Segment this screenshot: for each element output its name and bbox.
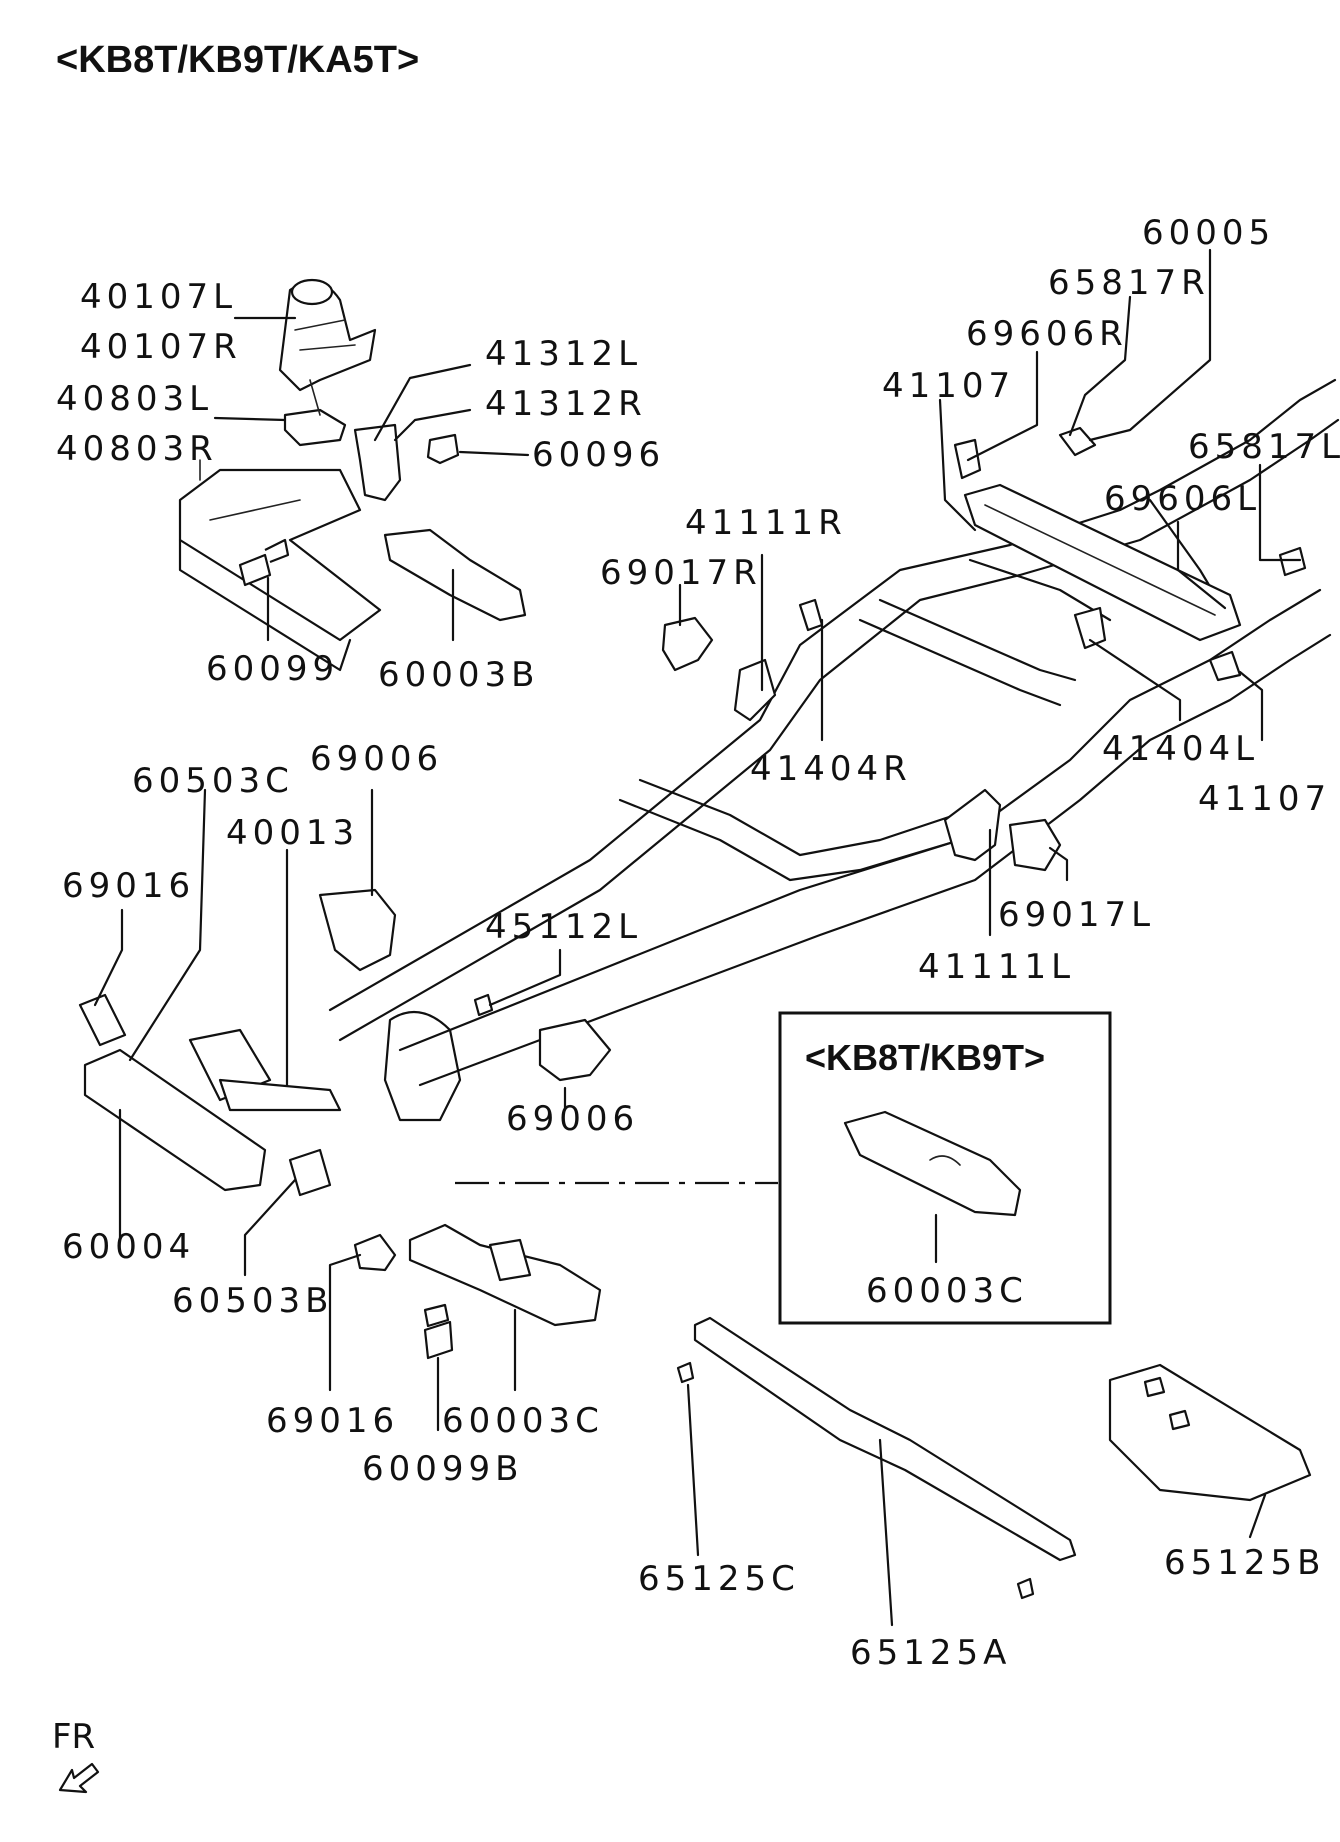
label-69006-top: 69006 (310, 739, 443, 779)
transmission-housing (383, 1010, 462, 1122)
label-60005: 60005 (1142, 213, 1275, 253)
front-bracket-40107 (278, 278, 377, 392)
skid-plate-65125B (1108, 1363, 1312, 1502)
inset-title: <KB8T/KB9T> (805, 1037, 1045, 1078)
bracket-69606R (953, 438, 982, 480)
label-60004: 60004 (62, 1227, 195, 1267)
front-direction-indicator: FR (52, 1717, 100, 1794)
label-40013: 40013 (226, 813, 359, 853)
label-41107-right: 41107 (1198, 779, 1331, 819)
label-65817L: 65817L (1188, 427, 1340, 467)
bracket-65817R (1058, 426, 1097, 457)
label-40803L: 40803L (56, 379, 213, 419)
mount-69017R (661, 616, 714, 672)
clip-65125C (676, 1361, 1035, 1600)
label-45112L: 45112L (485, 907, 642, 947)
label-60099: 60099 (206, 649, 339, 689)
front-bracket-40803 (283, 379, 347, 447)
label-41111L: 41111L (918, 947, 1075, 987)
chassis-frame (178, 378, 1340, 1087)
bracket-41404L (1073, 606, 1107, 650)
bracket-60503B (288, 1148, 332, 1197)
label-41404L: 41404L (1102, 729, 1259, 769)
nut-60096 (426, 433, 460, 465)
inset-frame (778, 1011, 1112, 1325)
label-40107R: 40107R (80, 327, 242, 367)
label-60099B: 60099B (362, 1449, 523, 1489)
label-65125B: 65125B (1164, 1543, 1325, 1583)
label-60503B: 60503B (172, 1281, 333, 1321)
label-41107-top: 41107 (882, 366, 1015, 406)
label-40803R: 40803R (56, 429, 218, 469)
bracket-41111R (733, 658, 777, 722)
part-labels: 40107L 40107R 40803L 40803R 41312L 41312… (56, 213, 1340, 1673)
diagram-title: <KB8T/KB9T/KA5T> (56, 39, 419, 81)
label-60003B: 60003B (378, 655, 539, 695)
label-65817R: 65817R (1048, 263, 1210, 303)
label-40107L: 40107L (80, 277, 237, 317)
bracket-41404R (798, 598, 824, 632)
label-41404R: 41404R (750, 749, 912, 789)
front-crossmember-60004 (83, 1028, 342, 1192)
label-69606R: 69606R (966, 314, 1128, 354)
label-65125A: 65125A (850, 1633, 1011, 1673)
rear-crossmember-60005 (963, 483, 1242, 642)
label-69017L: 69017L (998, 895, 1155, 935)
label-60003C-inset: 60003C (866, 1271, 1028, 1311)
label-69016-bottom: 69016 (266, 1401, 399, 1441)
arrow-icon (58, 1762, 100, 1794)
label-69017R: 69017R (600, 553, 762, 593)
bracket-69006-upper (318, 888, 397, 972)
label-60096: 60096 (532, 435, 665, 475)
label-69606L: 69606L (1104, 479, 1261, 519)
label-60503C: 60503C (132, 761, 294, 801)
leader-lines (93, 248, 1302, 1627)
bolt-60099B (423, 1303, 454, 1360)
bracket-69016-bottom (353, 1233, 397, 1272)
bracket-41107 (1208, 650, 1242, 682)
label-69006-mid: 69006 (506, 1099, 639, 1139)
bracket-45112L (473, 993, 494, 1017)
direction-label: FR (52, 1717, 95, 1757)
label-41312R: 41312R (485, 384, 647, 424)
label-65125C: 65125C (638, 1559, 800, 1599)
bracket-69006-lower (538, 1018, 612, 1082)
bolt-60099 (238, 538, 290, 587)
crossbar-65125A (693, 1316, 1077, 1562)
bracket-65817L (1278, 546, 1307, 577)
label-41312L: 41312L (485, 334, 642, 374)
bracket-69016-left (78, 993, 127, 1047)
label-41111R: 41111R (685, 503, 847, 543)
crossmember-60003B (383, 528, 527, 622)
label-69016-left: 69016 (62, 866, 195, 906)
inset-crossmember-60003C (843, 1110, 1022, 1217)
bracket-41111L (943, 788, 1002, 862)
crossmember-60003C (408, 1223, 602, 1327)
bracket-41312 (353, 423, 402, 502)
label-60003C: 60003C (442, 1401, 604, 1441)
mount-69017L (1008, 818, 1062, 872)
